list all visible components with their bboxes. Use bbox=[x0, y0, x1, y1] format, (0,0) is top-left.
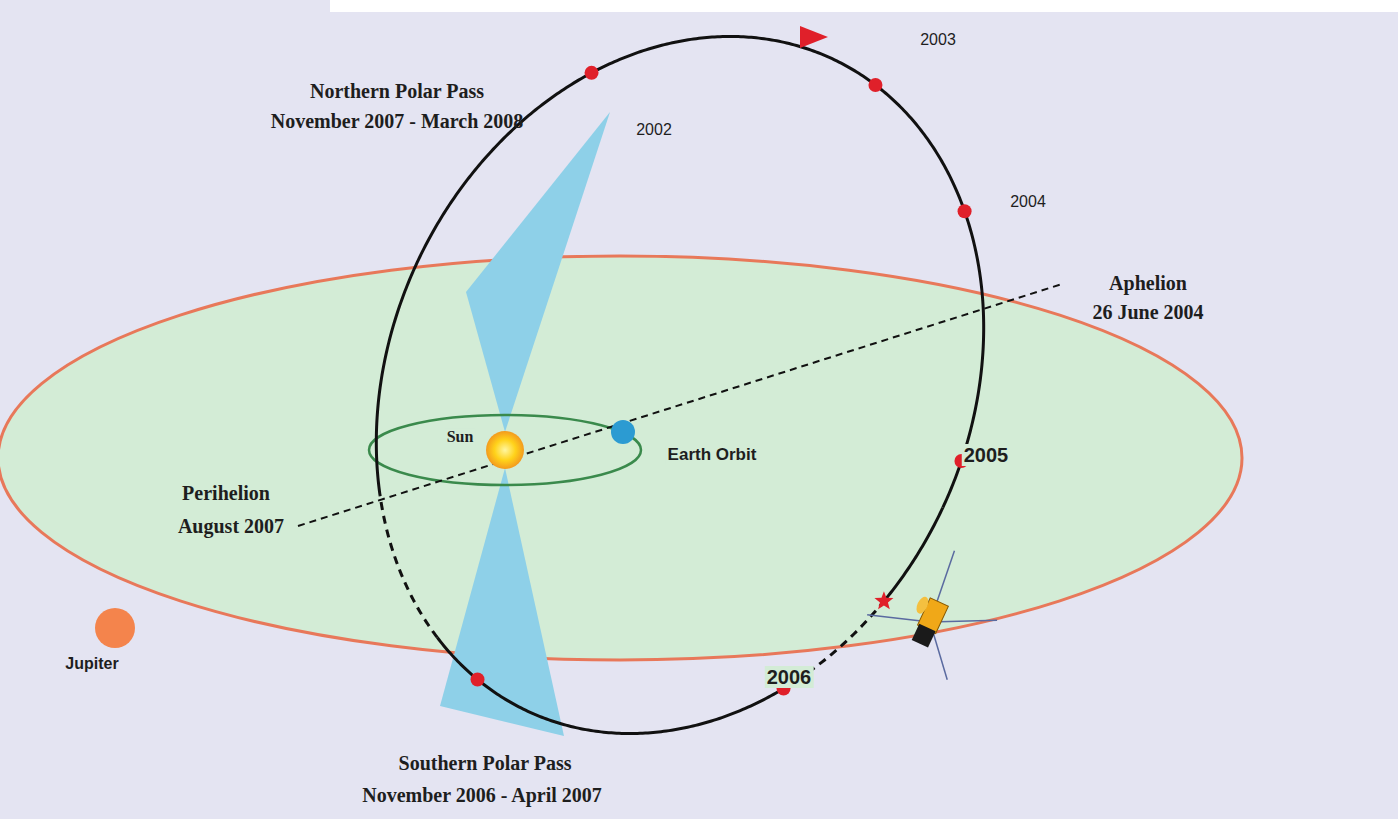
year-dot bbox=[585, 66, 599, 80]
year-dot bbox=[471, 672, 485, 686]
direction-arrow bbox=[800, 26, 828, 48]
orbit-label: 2006 bbox=[765, 666, 814, 688]
ulysses-orbit bbox=[376, 36, 983, 733]
orbit-label: 2005 bbox=[962, 444, 1011, 466]
orbit-label: Northern Polar Pass bbox=[310, 80, 484, 102]
top-bar bbox=[330, 0, 1398, 12]
orbit-label: 2002 bbox=[636, 121, 672, 139]
year-dot bbox=[958, 204, 972, 218]
orbit-label: Perihelion bbox=[182, 482, 270, 504]
orbit-segment bbox=[437, 637, 783, 733]
earth-orbit bbox=[369, 415, 641, 485]
spacecraft-icon bbox=[857, 529, 1016, 688]
orbit-label: November 2007 - March 2008 bbox=[271, 110, 524, 132]
launch-star bbox=[874, 591, 893, 609]
orbit-label: Jupiter bbox=[65, 655, 118, 673]
orbit-segment bbox=[376, 36, 983, 507]
orbit-label: 2004 bbox=[1010, 193, 1046, 211]
orbit-segment bbox=[885, 508, 943, 600]
orbit-label: Aphelion bbox=[1109, 272, 1187, 294]
earth-symbol bbox=[611, 420, 635, 444]
orbit-label: 26 June 2004 bbox=[1092, 301, 1203, 323]
orbit-label: November 2006 - April 2007 bbox=[362, 784, 602, 806]
ecliptic-plane bbox=[0, 256, 1242, 660]
line-of-apsides bbox=[298, 284, 1062, 526]
north-view-cone bbox=[466, 112, 610, 432]
orbit-label: Earth Orbit bbox=[666, 446, 759, 465]
orbit-label: Sun bbox=[445, 428, 476, 446]
orbit-segment bbox=[380, 495, 437, 637]
jupiter-symbol bbox=[95, 608, 135, 648]
year-dot bbox=[868, 78, 882, 92]
orbit-label: Southern Polar Pass bbox=[399, 752, 572, 774]
sun-symbol bbox=[486, 431, 524, 469]
orbit-label: August 2007 bbox=[178, 515, 284, 537]
orbit-label: 2003 bbox=[920, 31, 956, 49]
year-markers bbox=[471, 66, 972, 696]
